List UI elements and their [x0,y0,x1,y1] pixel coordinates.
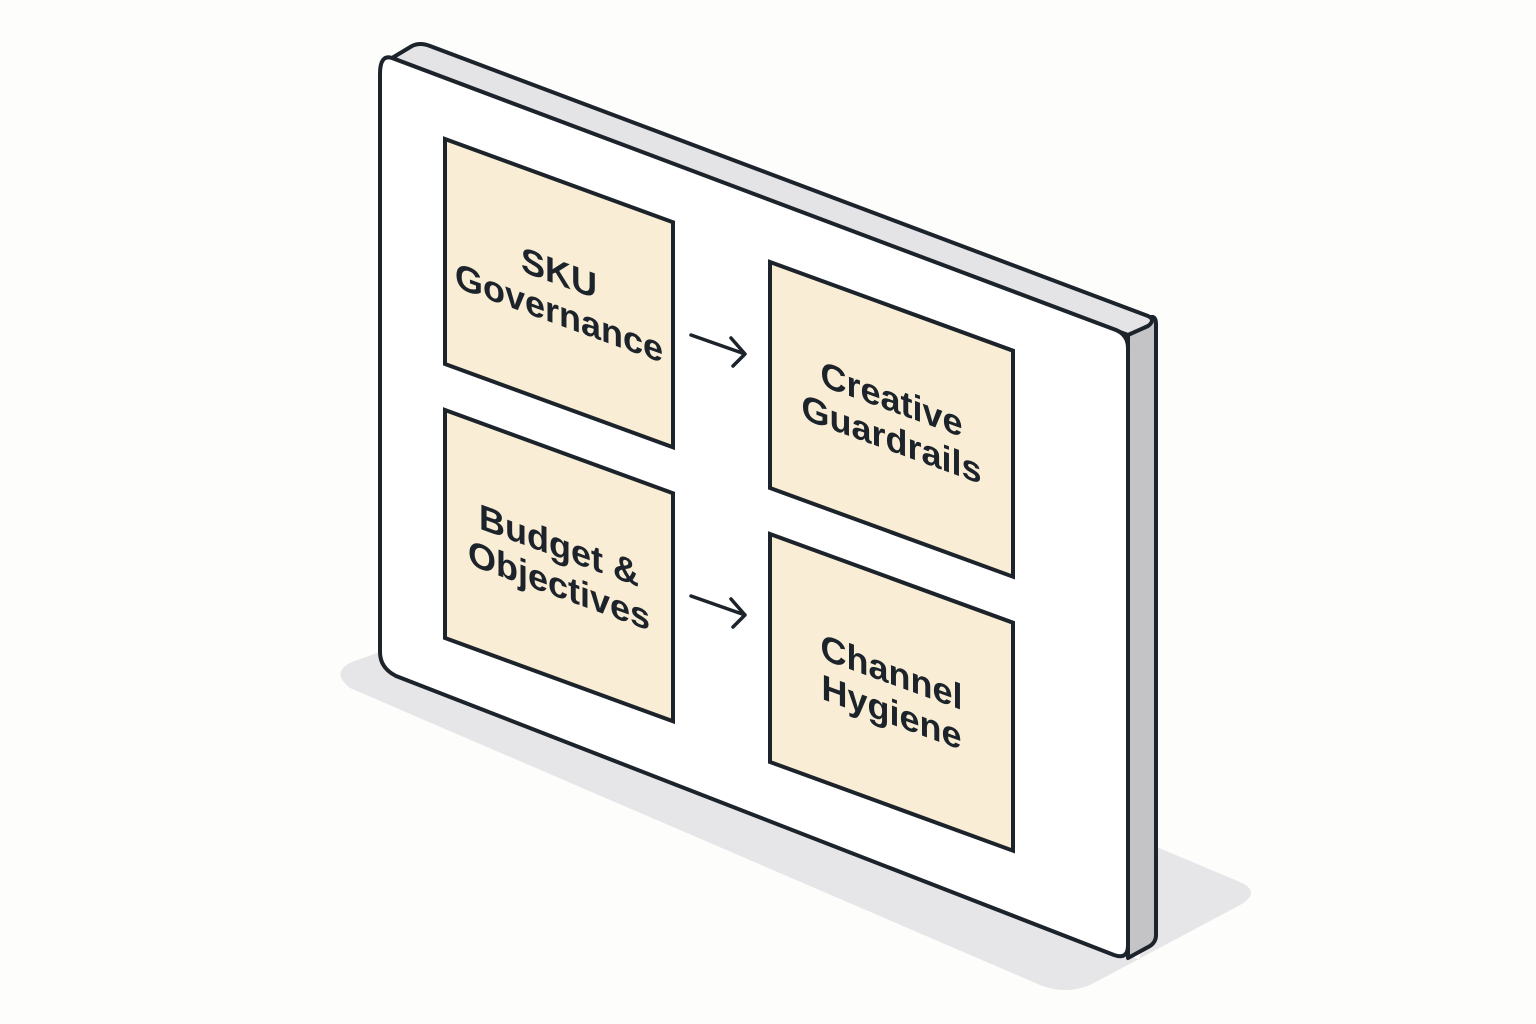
box-shape [443,136,675,451]
box-budget-objectives: Budget &Objectives [443,407,675,725]
box-shape [443,407,675,725]
arrow-icon [689,594,747,629]
arrow-budget-objectives-to-channel-hygiene [689,594,747,629]
box-sku-governance: SKUGovernance [443,136,675,451]
box-channel-hygiene: ChannelHygiene [768,531,1015,854]
arrow-sku-governance-to-creative-guardrails [689,333,747,368]
box-shape [768,531,1015,854]
arrow-icon [689,333,747,368]
board-top-edge [390,42,1154,337]
box-creative-guardrails: CreativeGuardrails [768,259,1015,580]
board-side [1126,314,1158,960]
box-shape [768,259,1015,580]
